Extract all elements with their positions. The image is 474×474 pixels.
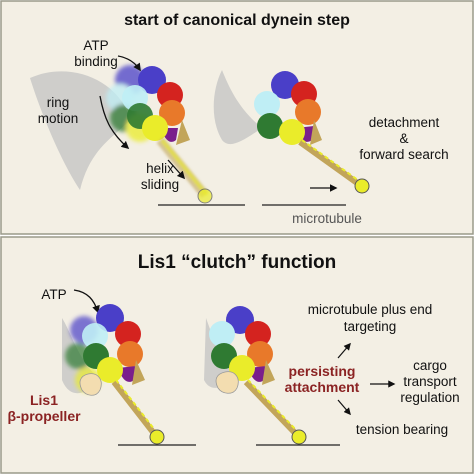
arrow-plus-end bbox=[337, 342, 351, 359]
label-plus-end-1: microtubule plus end bbox=[308, 302, 433, 317]
b2-stalk bbox=[243, 379, 301, 439]
aaa2-green bbox=[257, 113, 283, 139]
b1-cyan bbox=[82, 323, 108, 349]
arrow-atp-bottom bbox=[73, 289, 100, 314]
b1-blue bbox=[96, 304, 124, 332]
aaa2-stalk-helix bbox=[301, 139, 363, 184]
arrow-helix bbox=[167, 159, 186, 180]
label-persisting-2: attachment bbox=[285, 379, 360, 395]
b2-mtbd bbox=[291, 429, 307, 445]
label-atp-binding-1: ATP bbox=[83, 38, 108, 53]
label-cargo-3: regulation bbox=[400, 390, 459, 405]
arrow-tension bbox=[337, 399, 351, 416]
bottom-right-motor bbox=[204, 306, 340, 446]
aaa-domain-orange bbox=[159, 100, 185, 126]
label-tension: tension bearing bbox=[356, 422, 448, 437]
label-cargo-1: cargo bbox=[413, 358, 447, 373]
b1-stalk bbox=[111, 380, 159, 438]
aaa-domain-yellow bbox=[142, 115, 168, 141]
label-helix-sliding-1: helix bbox=[146, 161, 174, 176]
label-persisting-1: persisting bbox=[289, 363, 356, 379]
motion-shadow bbox=[30, 71, 130, 190]
top-panel: start of canonical dynein step bbox=[0, 0, 474, 235]
bottom-left-motor bbox=[62, 304, 196, 446]
aaa2-stalk bbox=[298, 139, 362, 188]
bottom-panel-title: Lis1 “clutch” function bbox=[138, 252, 336, 273]
label-ring-motion-2: motion bbox=[38, 111, 79, 126]
b1-red bbox=[115, 321, 141, 347]
label-lis1-1: Lis1 bbox=[30, 392, 58, 408]
top-panel-title: start of canonical dynein step bbox=[124, 12, 350, 29]
label-ring-motion-1: ring bbox=[47, 95, 70, 110]
stalk-top bbox=[176, 120, 190, 145]
b2-cyan bbox=[209, 321, 235, 347]
b2-red bbox=[245, 321, 271, 347]
bottom-panel: Lis1 “clutch” function ATP Lis bbox=[0, 236, 474, 474]
aaa2-yellow bbox=[279, 119, 305, 145]
label-cargo-2: transport bbox=[403, 374, 457, 389]
label-helix-sliding-2: sliding bbox=[141, 177, 179, 192]
aaa2-stalk-top bbox=[310, 120, 322, 145]
mtbd bbox=[197, 188, 213, 204]
aaa2-cyan bbox=[254, 91, 280, 117]
label-atp-binding-2: binding bbox=[74, 54, 118, 69]
label-plus-end-2: targeting bbox=[344, 319, 397, 334]
label-detachment-3: forward search bbox=[359, 147, 448, 162]
b1-mtbd bbox=[149, 429, 165, 445]
b1-yellow bbox=[97, 357, 123, 383]
b1-orange bbox=[117, 341, 143, 367]
label-atp: ATP bbox=[41, 287, 66, 302]
b2-stalk-top bbox=[262, 360, 275, 385]
label-lis1-2: β-propeller bbox=[7, 408, 81, 424]
arrow-ring-motion bbox=[99, 95, 130, 150]
b2-stalk-helix bbox=[247, 379, 301, 435]
arrow-atp bbox=[117, 55, 141, 72]
b1-stalk-helix bbox=[115, 379, 159, 435]
top-left-motor bbox=[106, 65, 245, 206]
b2-orange bbox=[247, 341, 273, 367]
b1-lis1 bbox=[79, 373, 102, 396]
stalk-blur bbox=[156, 137, 209, 198]
b2-lis1 bbox=[215, 371, 239, 394]
aaa2-mtbd bbox=[354, 178, 370, 194]
aaa2-orange bbox=[295, 99, 321, 125]
aaa-domain-blue bbox=[138, 66, 166, 94]
label-microtubule: microtubule bbox=[292, 211, 362, 226]
label-detachment-1: detachment bbox=[369, 115, 440, 130]
b2-blue bbox=[226, 306, 254, 334]
label-detachment-2: & bbox=[399, 131, 408, 146]
top-right-motor bbox=[213, 70, 370, 206]
b1-stalk-top bbox=[132, 360, 145, 385]
